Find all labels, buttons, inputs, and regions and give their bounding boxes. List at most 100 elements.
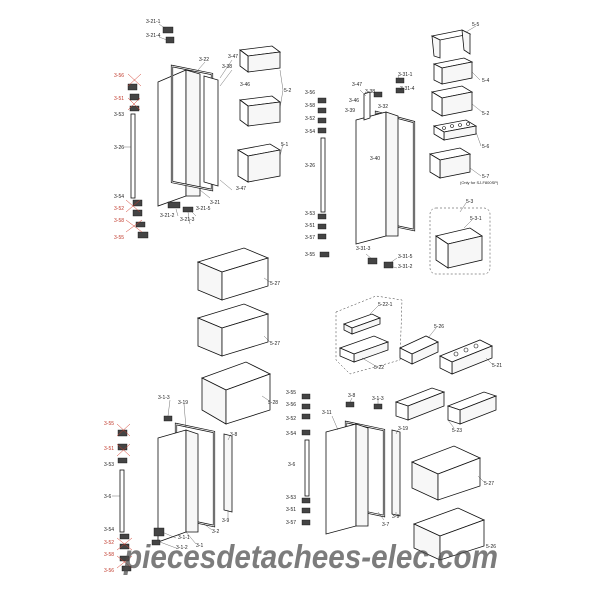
part-label: 3-21-4 <box>146 33 161 39</box>
door-bins-top-right: 5-5 5-4 5-2 5-6 5-7 (Only for SJ-F800SP) <box>428 22 499 185</box>
hinge-bracket <box>127 83 138 91</box>
part-label: 3-56 <box>114 73 124 79</box>
part-label: 3-46 <box>349 98 359 104</box>
hinge-bracket <box>317 223 327 230</box>
part-label: 3-56 <box>286 402 296 408</box>
hinge-bracket <box>153 527 165 537</box>
part-label: 3-22 <box>199 57 209 63</box>
part-label: 5-28 <box>268 400 278 406</box>
bin-5-4 <box>432 57 474 85</box>
drawer-5-27-upper <box>196 247 270 301</box>
door-hinge-bottom-left <box>167 201 194 213</box>
part-label: 3-52 <box>305 116 315 122</box>
part-label: 3-21-5 <box>196 206 211 212</box>
part-label: 3-51 <box>286 507 296 513</box>
part-label: 3-26 <box>305 163 315 169</box>
optional-bin-group: 5-3 5-3-1 <box>429 199 491 275</box>
part-label: 5-7 <box>482 174 489 180</box>
hinge-bracket <box>317 97 327 104</box>
part-label: 5-27 <box>484 481 494 487</box>
part-label: 5-21 <box>492 363 502 369</box>
part-label: 3-55 <box>286 390 296 396</box>
hinge-column-top-left: 3-56 3-51 3-53 3-26 3-54 3-52 3-58 3-55 <box>114 73 149 241</box>
door-strip-3-9 <box>223 433 233 513</box>
bin-5-7 <box>428 147 472 179</box>
part-label: 3-51 <box>114 96 124 102</box>
door-assembly-bottom-left: 3-1-3 3-19 3-8 3-1-1 3-1-2 3-1 3-2 3-9 <box>151 395 237 551</box>
bin-5-3 <box>435 227 483 269</box>
part-label: 3-54 <box>114 194 124 200</box>
part-label: 3-9 <box>222 518 229 524</box>
part-label: 3-39 <box>345 108 355 114</box>
part-label: 5-22 <box>374 365 384 371</box>
part-label: 3-31-1 <box>398 72 413 78</box>
hinge-bracket <box>319 251 330 258</box>
part-label: 3-55 <box>104 421 114 427</box>
part-label: 3-21-3 <box>180 217 195 223</box>
bin-5-2 <box>430 85 474 117</box>
part-label: 3-11 <box>322 410 332 416</box>
part-label: 3-54 <box>286 431 296 437</box>
part-label: 3-1-1 <box>178 535 190 541</box>
optional-bin-outline <box>429 207 491 275</box>
hinge-column-bottom-left: 3-55 3-51 3-53 3-6 3-54 3-52 3-58 3-56 <box>104 421 133 574</box>
door-bin-5-2-lower <box>238 95 282 127</box>
hinge-bracket <box>132 209 143 217</box>
hinge-bracket <box>301 507 311 514</box>
part-label: 3-9 <box>392 514 399 520</box>
hinge-bracket <box>135 221 146 228</box>
door-assembly-top-left: 3-21-1 3-21-4 3-22 3-47 3-38 3-46 3-47 3… <box>146 19 250 225</box>
hinge-bracket <box>383 261 394 269</box>
hinge-bracket <box>119 533 130 540</box>
drawer-5-28 <box>200 361 272 425</box>
hinge-bracket <box>301 403 311 410</box>
drawer-5-27-lower <box>196 303 270 357</box>
part-label: 3-52 <box>114 206 124 212</box>
part-label: 3-7 <box>382 522 389 528</box>
part-label: 3-26 <box>114 145 124 151</box>
hinge-bracket <box>317 107 327 114</box>
part-label: 3-55 <box>114 235 124 241</box>
part-label: 5-2 <box>284 88 291 94</box>
part-label: 5-26 <box>434 324 444 330</box>
part-label: 3-21 <box>210 200 220 206</box>
hinge-bracket <box>137 231 149 239</box>
part-label: 3-53 <box>305 211 315 217</box>
part-label: 3-53 <box>286 495 296 501</box>
part-label: 3-21-1 <box>146 19 161 25</box>
hinge-bracket <box>367 257 378 265</box>
part-label: 3-54 <box>305 129 315 135</box>
door-panel-top-right <box>355 111 399 245</box>
part-label: 3-56 <box>305 90 315 96</box>
bin-5-23-right <box>446 391 498 425</box>
handle-5-5 <box>430 29 472 59</box>
hinge-bracket <box>121 565 132 572</box>
part-label: 3-2 <box>212 529 219 535</box>
part-label: 3-51 <box>305 223 315 229</box>
drawers-middle: 5-27 5-27 5-28 <box>196 247 280 425</box>
egg-tray-5-6 <box>432 119 478 141</box>
hinge-bracket <box>317 233 327 240</box>
part-label: 3-53 <box>114 112 124 118</box>
part-label: 3-40 <box>370 156 380 162</box>
hinge-bracket <box>301 393 311 400</box>
part-label: 5-2 <box>482 111 489 117</box>
part-label: 3-56 <box>104 568 114 574</box>
ice-tray-5-22-1 <box>342 313 382 335</box>
ice-tray-5-22 <box>338 335 390 363</box>
part-label: 3-57 <box>305 235 315 241</box>
part-label: 5-3 <box>466 199 473 205</box>
part-label: 5-27 <box>270 281 280 287</box>
part-label: 3-54 <box>104 527 114 533</box>
part-label: 3-57 <box>286 520 296 526</box>
leader-lines-top-left <box>158 23 233 225</box>
drawer-5-27-bottom <box>410 445 482 501</box>
hinge-rod <box>304 439 310 497</box>
drawers-bottom-right: 5-23 5-27 5-26 <box>394 387 498 561</box>
door-panel-bottom-left <box>157 429 199 543</box>
part-label: 5-1 <box>281 142 288 148</box>
hinge-column-top-right: 3-56 3-58 3-52 3-54 3-26 3-53 3-51 3-57 … <box>305 90 330 258</box>
part-label: 3-38 <box>222 64 232 70</box>
part-label: 3-38 <box>365 89 375 95</box>
